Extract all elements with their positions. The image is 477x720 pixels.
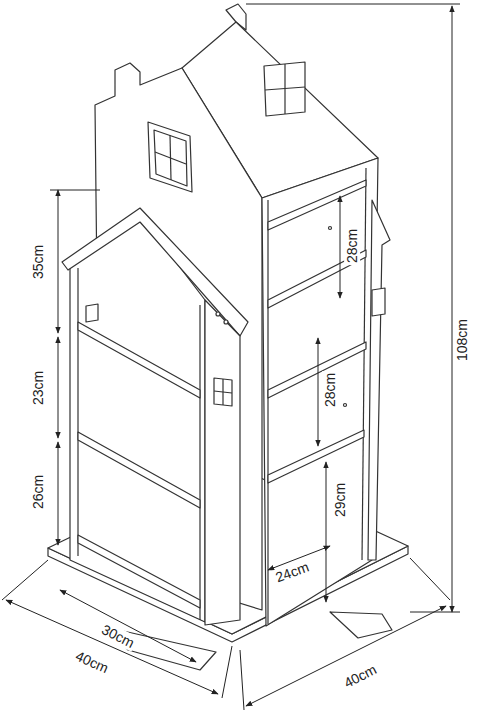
dimension-label: 40cm [71, 647, 112, 677]
dimension-label: 40cm [339, 660, 380, 692]
dimension-label: 26cm [30, 473, 46, 511]
dimension-label: 29cm [332, 481, 348, 519]
dimension-label: 35cm [30, 243, 46, 281]
dimension-label: 23cm [30, 369, 46, 407]
dimension-label: 28cm [322, 371, 338, 409]
dimension-label: 28cm [344, 227, 360, 265]
dimension-label: 108cm [454, 317, 470, 363]
dimension-label: 30cm [97, 620, 138, 652]
